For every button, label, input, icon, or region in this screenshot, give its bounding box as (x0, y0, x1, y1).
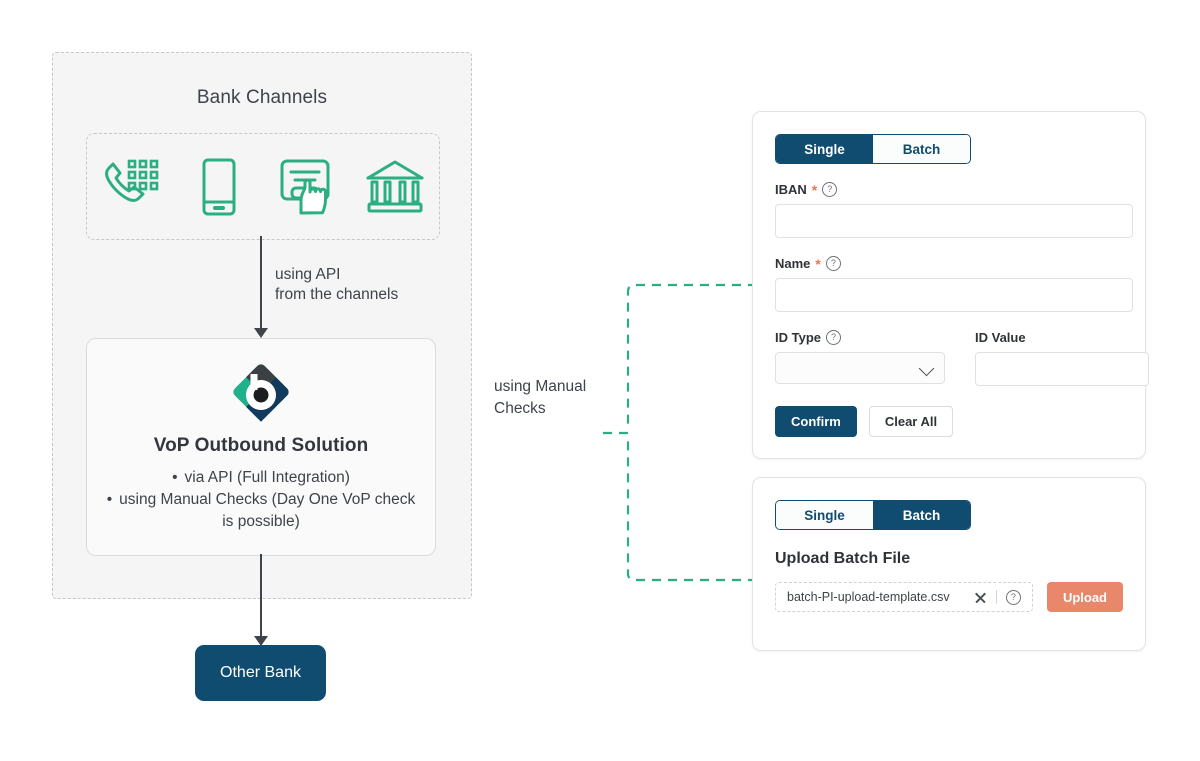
file-dropzone[interactable]: batch-PI-upload-template.csv ? (775, 582, 1033, 612)
iban-help-icon[interactable]: ? (822, 182, 838, 197)
using-manual-checks-label: using Manual Checks (494, 376, 644, 420)
arrow-vop-to-other-bank (260, 554, 262, 638)
name-label-text: Name (775, 256, 811, 271)
id-type-label: ID Type ? (775, 330, 945, 345)
batch-upload-panel: Single Batch Upload Batch File batch-PI-… (752, 477, 1146, 651)
id-value-label-text: ID Value (975, 330, 1026, 345)
mobile-phone-icon (187, 155, 251, 219)
id-value-label: ID Value (975, 330, 1145, 345)
id-type-select[interactable] (775, 352, 945, 384)
arrowhead-vop-to-other-bank (254, 636, 268, 646)
online-banking-click-icon (275, 155, 339, 219)
id-type-help-icon[interactable]: ? (826, 330, 841, 345)
batch-panel-tabs[interactable]: Single Batch (775, 500, 971, 530)
close-icon[interactable] (974, 591, 987, 604)
iban-label: IBAN * ? (775, 182, 1123, 197)
arrow-channels-to-vop (260, 236, 262, 328)
tab-batch[interactable]: Batch (873, 135, 970, 163)
using-api-line1: using API (275, 266, 341, 283)
iban-label-text: IBAN (775, 182, 807, 197)
name-label: Name * ? (775, 256, 1123, 271)
using-api-line2: from the channels (275, 286, 399, 303)
id-type-label-text: ID Type (775, 330, 821, 345)
manual-checks-line2: Checks (494, 400, 546, 417)
id-value-input[interactable] (975, 352, 1149, 386)
divider (995, 590, 997, 604)
vop-bullet-item: via API (Full Integration) (106, 467, 416, 489)
clear-all-button[interactable]: Clear All (868, 406, 954, 437)
iban-required-marker: * (811, 181, 818, 198)
single-panel-tabs[interactable]: Single Batch (775, 134, 971, 164)
arrowhead-channels-to-vop (254, 328, 268, 338)
upload-button[interactable]: Upload (1046, 582, 1123, 612)
name-input[interactable] (775, 278, 1133, 312)
other-bank-node: Other Bank (195, 645, 326, 701)
chevron-down-icon (918, 360, 935, 377)
name-help-icon[interactable]: ? (825, 256, 841, 271)
other-bank-label: Other Bank (220, 664, 301, 681)
using-api-label: using API from the channels (275, 265, 398, 305)
bank-building-icon (363, 155, 427, 219)
tab-batch[interactable]: Batch (873, 501, 970, 529)
vop-outbound-solution-card: VoP Outbound Solution via API (Full Inte… (86, 338, 436, 556)
phone-keypad-icon (99, 155, 163, 219)
iban-input[interactable] (775, 204, 1133, 238)
single-check-panel: Single Batch IBAN * ? Name * ? ID Type ? (752, 111, 1149, 459)
upload-row: batch-PI-upload-template.csv ? Upload (775, 582, 1123, 612)
upload-batch-file-title: Upload Batch File (775, 550, 911, 567)
bank-channels-title: Bank Channels (196, 87, 328, 108)
vop-diamond-logo (230, 361, 292, 423)
name-required-marker: * (815, 255, 821, 272)
tab-single[interactable]: Single (776, 135, 873, 163)
selected-file-name: batch-PI-upload-template.csv (787, 590, 950, 604)
confirm-button[interactable]: Confirm (775, 406, 857, 437)
manual-checks-line1: using Manual (494, 378, 587, 395)
vop-bullet-item: using Manual Checks (Day One VoP check i… (106, 489, 416, 533)
tab-single[interactable]: Single (776, 501, 873, 529)
vop-bullet-list: via API (Full Integration) using Manual … (106, 467, 416, 533)
help-circle-icon[interactable]: ? (1005, 589, 1021, 605)
bank-channels-icon-group (86, 133, 440, 240)
vop-title: VoP Outbound Solution (153, 435, 369, 456)
